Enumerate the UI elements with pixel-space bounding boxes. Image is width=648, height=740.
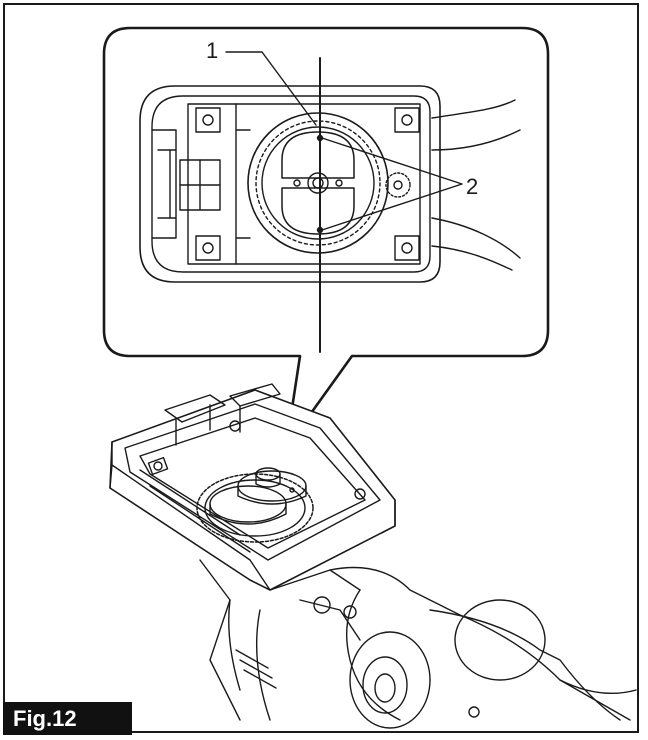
figure-caption: Fig.12 xyxy=(3,702,132,735)
callout-2-leader xyxy=(321,137,463,231)
callout-2-mark-lower xyxy=(316,226,324,234)
callout-1-leader xyxy=(225,51,317,126)
callout-label-2: 2 xyxy=(466,174,479,199)
callout-label-1: 1 xyxy=(206,38,219,63)
perspective-tool xyxy=(109,383,637,729)
top-view-housing xyxy=(139,85,521,283)
callout-2-mark-upper xyxy=(316,134,324,142)
